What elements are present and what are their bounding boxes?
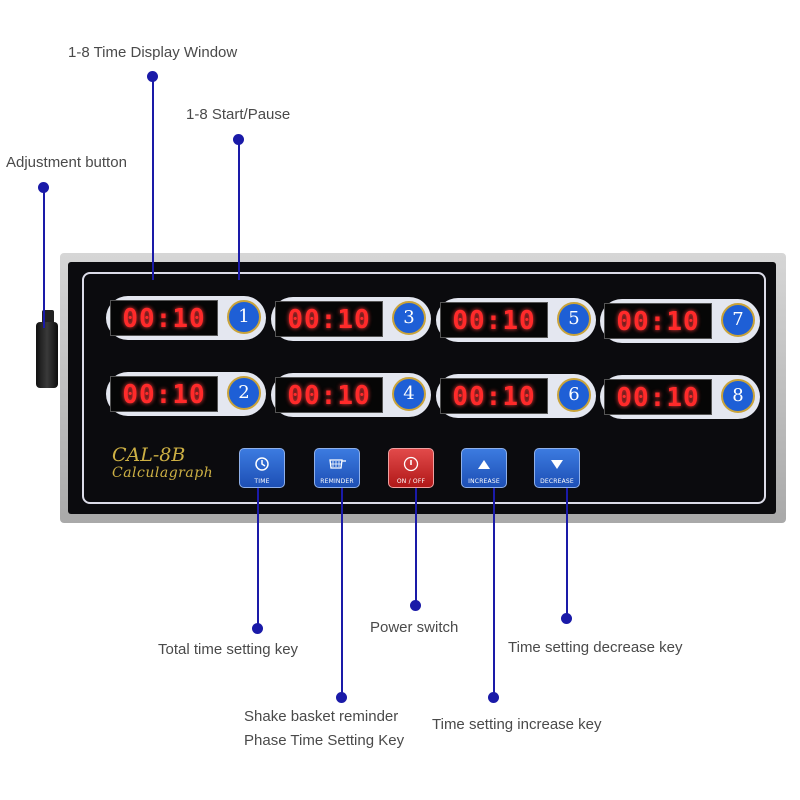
label-increase-key: Time setting increase key	[432, 716, 602, 733]
power-key-caption: ON / OFF	[396, 478, 426, 485]
decrease-key-caption: DECREASE	[540, 478, 574, 485]
leader-adjustment	[43, 188, 45, 328]
increase-key[interactable]: INCREASE	[461, 448, 507, 488]
power-key[interactable]: ON / OFF	[388, 448, 434, 488]
label-adjustment-button: Adjustment button	[6, 154, 127, 171]
time-key-caption: TIME	[254, 478, 270, 485]
leader-power	[415, 488, 417, 606]
label-reminder-line1: Shake basket reminder	[244, 708, 399, 725]
leader-time-display	[152, 77, 154, 280]
timer-7: 00:10 7	[600, 299, 760, 343]
reminder-key[interactable]: REMINDER	[314, 448, 360, 488]
timer-8: 00:10 8	[600, 375, 760, 419]
leader-total-time	[257, 488, 259, 629]
leader-dot-power	[410, 600, 421, 611]
time-display-6: 00:10	[440, 378, 548, 414]
time-display-8: 00:10	[604, 379, 712, 415]
decrease-key[interactable]: DECREASE	[534, 448, 580, 488]
time-display-5: 00:10	[440, 302, 548, 338]
brand-block: CAL-8B Calculagraph	[112, 444, 213, 481]
triangle-up-icon	[462, 451, 506, 475]
start-pause-button-4[interactable]: 4	[392, 377, 426, 411]
leader-start-pause	[238, 140, 240, 280]
timer-6: 00:10 6	[436, 374, 596, 418]
leader-increase	[493, 488, 495, 698]
triangle-down-icon	[535, 451, 579, 475]
fryer-basket-icon	[315, 451, 359, 475]
brand-name: Calculagraph	[112, 465, 214, 481]
clock-icon	[240, 451, 284, 475]
leader-dot-start-pause	[233, 134, 244, 145]
label-start-pause: 1-8 Start/Pause	[186, 106, 291, 123]
leader-dot-adjustment	[38, 182, 49, 193]
label-reminder-line2: Phase Time Setting Key	[244, 732, 405, 749]
leader-dot-decrease	[561, 613, 572, 624]
leader-dot-time-display	[147, 71, 158, 82]
time-display-2: 00:10	[110, 376, 218, 412]
leader-dot-total-time	[252, 623, 263, 634]
start-pause-button-1[interactable]: 1	[227, 300, 261, 334]
time-display-1: 00:10	[110, 300, 218, 336]
start-pause-button-6[interactable]: 6	[557, 378, 591, 412]
start-pause-button-2[interactable]: 2	[227, 376, 261, 410]
timer-2: 00:10 2	[106, 372, 266, 416]
timer-5: 00:10 5	[436, 298, 596, 342]
power-icon	[389, 451, 433, 475]
timer-4: 00:10 4	[271, 373, 431, 417]
start-pause-button-7[interactable]: 7	[721, 303, 755, 337]
adjustment-knob[interactable]	[36, 322, 58, 388]
leader-reminder	[341, 488, 343, 698]
time-key[interactable]: TIME	[239, 448, 285, 488]
time-display-3: 00:10	[275, 301, 383, 337]
leader-dot-reminder	[336, 692, 347, 703]
leader-dot-increase	[488, 692, 499, 703]
start-pause-button-8[interactable]: 8	[721, 379, 755, 413]
timer-3: 00:10 3	[271, 297, 431, 341]
panel-frame	[82, 272, 766, 504]
label-power-switch: Power switch	[370, 619, 459, 636]
reminder-key-caption: REMINDER	[320, 478, 354, 485]
leader-decrease	[566, 488, 568, 619]
timer-1: 00:10 1	[106, 296, 266, 340]
time-display-4: 00:10	[275, 377, 383, 413]
label-decrease-key: Time setting decrease key	[508, 639, 683, 656]
adjustment-knob-stem	[42, 310, 54, 324]
label-total-time-key: Total time setting key	[158, 641, 299, 658]
start-pause-button-5[interactable]: 5	[557, 302, 591, 336]
time-display-7: 00:10	[604, 303, 712, 339]
label-time-display-window: 1-8 Time Display Window	[68, 44, 238, 61]
start-pause-button-3[interactable]: 3	[392, 301, 426, 335]
increase-key-caption: INCREASE	[468, 478, 500, 485]
model-name: CAL-8B	[112, 444, 186, 466]
